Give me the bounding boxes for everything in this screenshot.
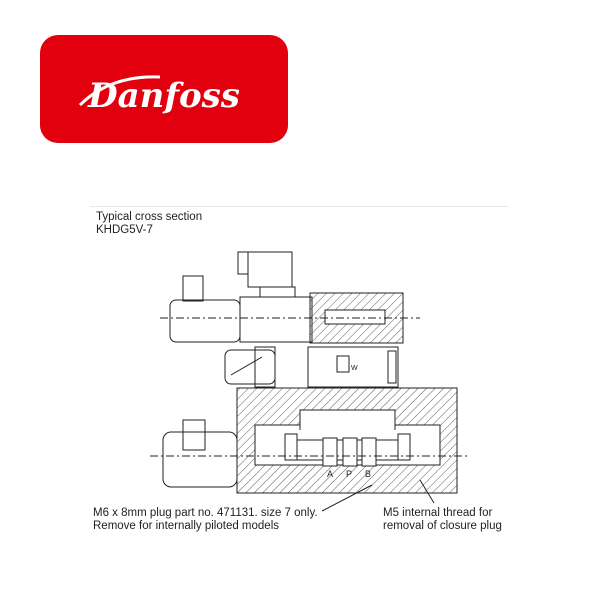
port-a-label: A [327, 469, 333, 479]
caption-model: KHDG5V-7 [96, 224, 153, 236]
port-p-label: P [346, 469, 352, 479]
port-b-label: B [365, 469, 371, 479]
thread-note-line2: removal of closure plug [383, 520, 502, 532]
top-connector [169, 251, 313, 343]
danfoss-wordmark: Danfoss [78, 75, 240, 116]
plug-note-line2: Remove for internally piloted models [93, 520, 280, 532]
plug-note-line1: M6 x 8mm plug part no. 471131. size 7 on… [93, 507, 318, 519]
divider [90, 206, 508, 207]
logo-text: Danfoss [87, 76, 240, 116]
thread-note-line1: M5 internal thread for [383, 507, 493, 519]
spring-w-label: W [351, 365, 358, 372]
danfoss-logo: Danfoss [40, 35, 288, 143]
caption-title: Typical cross section [96, 211, 203, 223]
